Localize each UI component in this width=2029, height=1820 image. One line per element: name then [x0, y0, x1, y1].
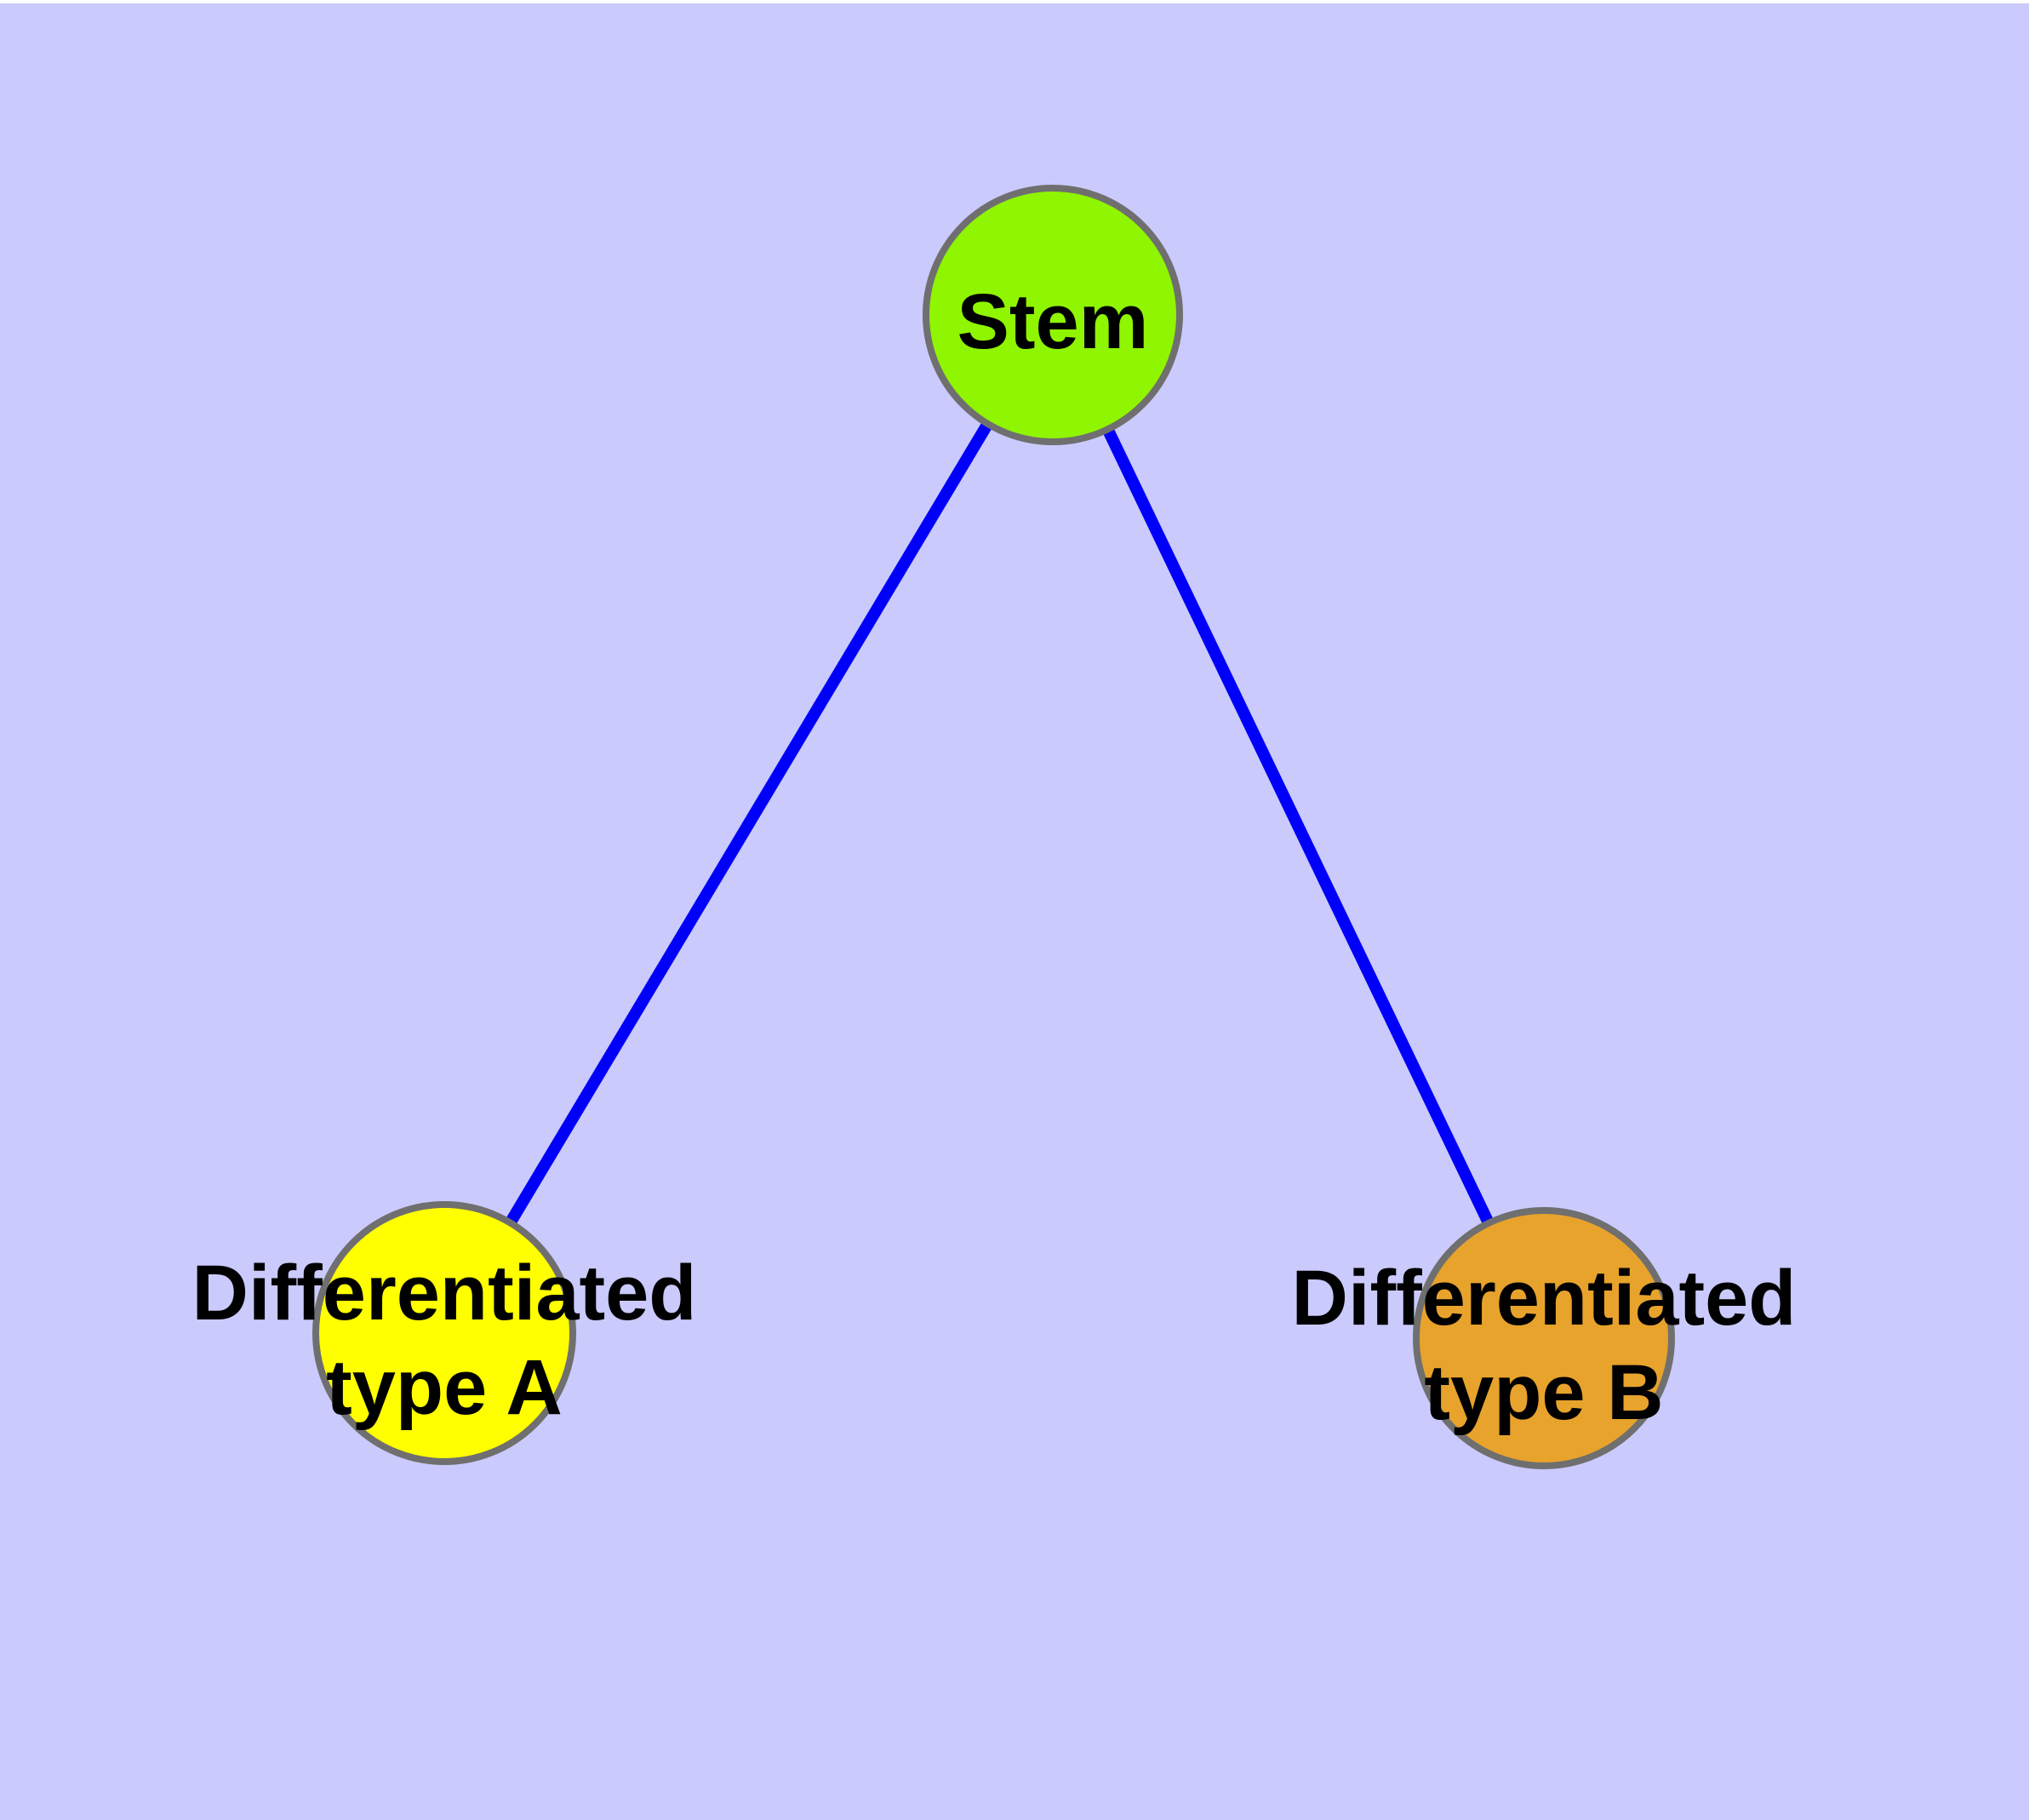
node-type-b-circle	[1413, 1207, 1675, 1469]
node-stem: Stem	[923, 185, 1183, 445]
node-type-a-label-line: Differentiated	[192, 1250, 697, 1336]
node-stem-label: Stem	[957, 278, 1149, 365]
node-type-b-label-line: Differentiated	[1292, 1255, 1797, 1342]
node-type-a-label-line: type A	[326, 1344, 563, 1431]
node-stem-circle	[923, 185, 1183, 445]
node-type-b-label-line: type B	[1424, 1349, 1663, 1436]
top-edge-strip	[0, 0, 2029, 3]
edges-layer	[438, 312, 1550, 1342]
node-type-a-circle	[312, 1201, 576, 1465]
node-stem-label-line: Stem	[957, 278, 1149, 365]
edge-stem-type-b	[1047, 312, 1550, 1342]
edge-stem-type-a	[438, 312, 1059, 1336]
